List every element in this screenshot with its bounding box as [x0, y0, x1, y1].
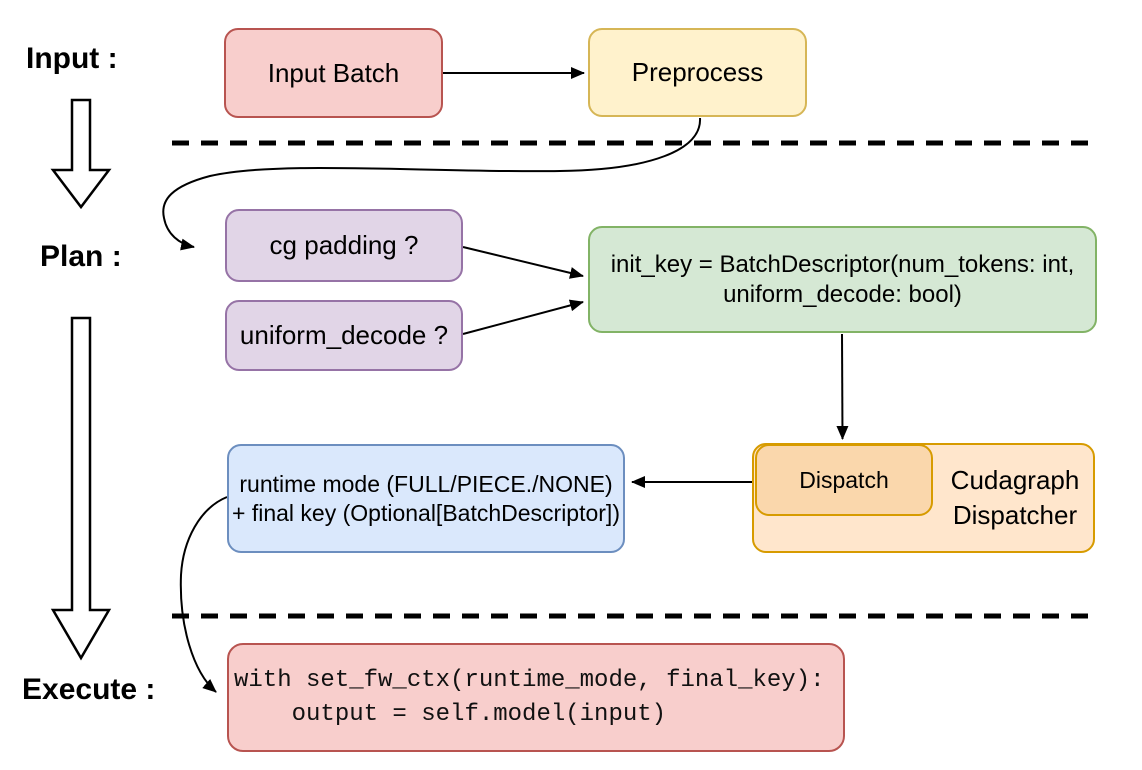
- stage-label-execute: Execute :: [22, 673, 156, 706]
- stage-label-input: Input :: [26, 42, 118, 75]
- node-preprocess: Preprocess: [588, 28, 807, 117]
- node-cg-padding: cg padding ?: [225, 209, 463, 282]
- arrow-preprocess-to-cgpadding: [162, 117, 702, 251]
- node-input-batch-label: Input Batch: [267, 57, 400, 88]
- node-input-batch: Input Batch: [224, 28, 443, 118]
- node-dispatch: Dispatch: [755, 444, 933, 516]
- node-init-key-line2: uniform_decode: bool): [723, 280, 962, 308]
- arrow-cgpadding-to-initkey: [462, 246, 584, 279]
- stage-label-plan: Plan :: [40, 240, 122, 273]
- node-cg-padding-label: cg padding ?: [269, 230, 419, 261]
- node-execute-code: with set_fw_ctx(runtime_mode, final_key)…: [227, 643, 845, 752]
- node-runtime-result-line2: + final key (Optional[BatchDescriptor]): [232, 499, 620, 526]
- node-preprocess-label: Preprocess: [631, 57, 764, 88]
- arrow-uniformdecode-to-initkey: [462, 299, 584, 335]
- arrow-initkey-to-dispatch: [836, 333, 849, 440]
- node-runtime-result-line1: runtime mode (FULL/PIECE./NONE): [239, 470, 613, 497]
- node-init-key: init_key = BatchDescriptor(num_tokens: i…: [588, 226, 1097, 333]
- node-init-key-line1: init_key = BatchDescriptor(num_tokens: i…: [610, 250, 1075, 278]
- node-execute-code-line1: with set_fw_ctx(runtime_mode, final_key)…: [234, 666, 825, 694]
- arrow-runtime-to-execute: [179, 496, 228, 693]
- node-execute-code-line2: output = self.model(input): [234, 700, 667, 728]
- node-runtime-result: runtime mode (FULL/PIECE./NONE) + final …: [227, 444, 625, 553]
- node-cudagraph-dispatcher-label: Cudagraph Dispatcher: [950, 464, 1080, 530]
- node-uniform-decode-label: uniform_decode ?: [239, 320, 449, 351]
- plan-to-execute-block-arrow: [50, 316, 112, 661]
- input-to-plan-block-arrow: [50, 98, 112, 210]
- node-uniform-decode: uniform_decode ?: [225, 300, 463, 371]
- node-dispatch-label: Dispatch: [799, 466, 889, 493]
